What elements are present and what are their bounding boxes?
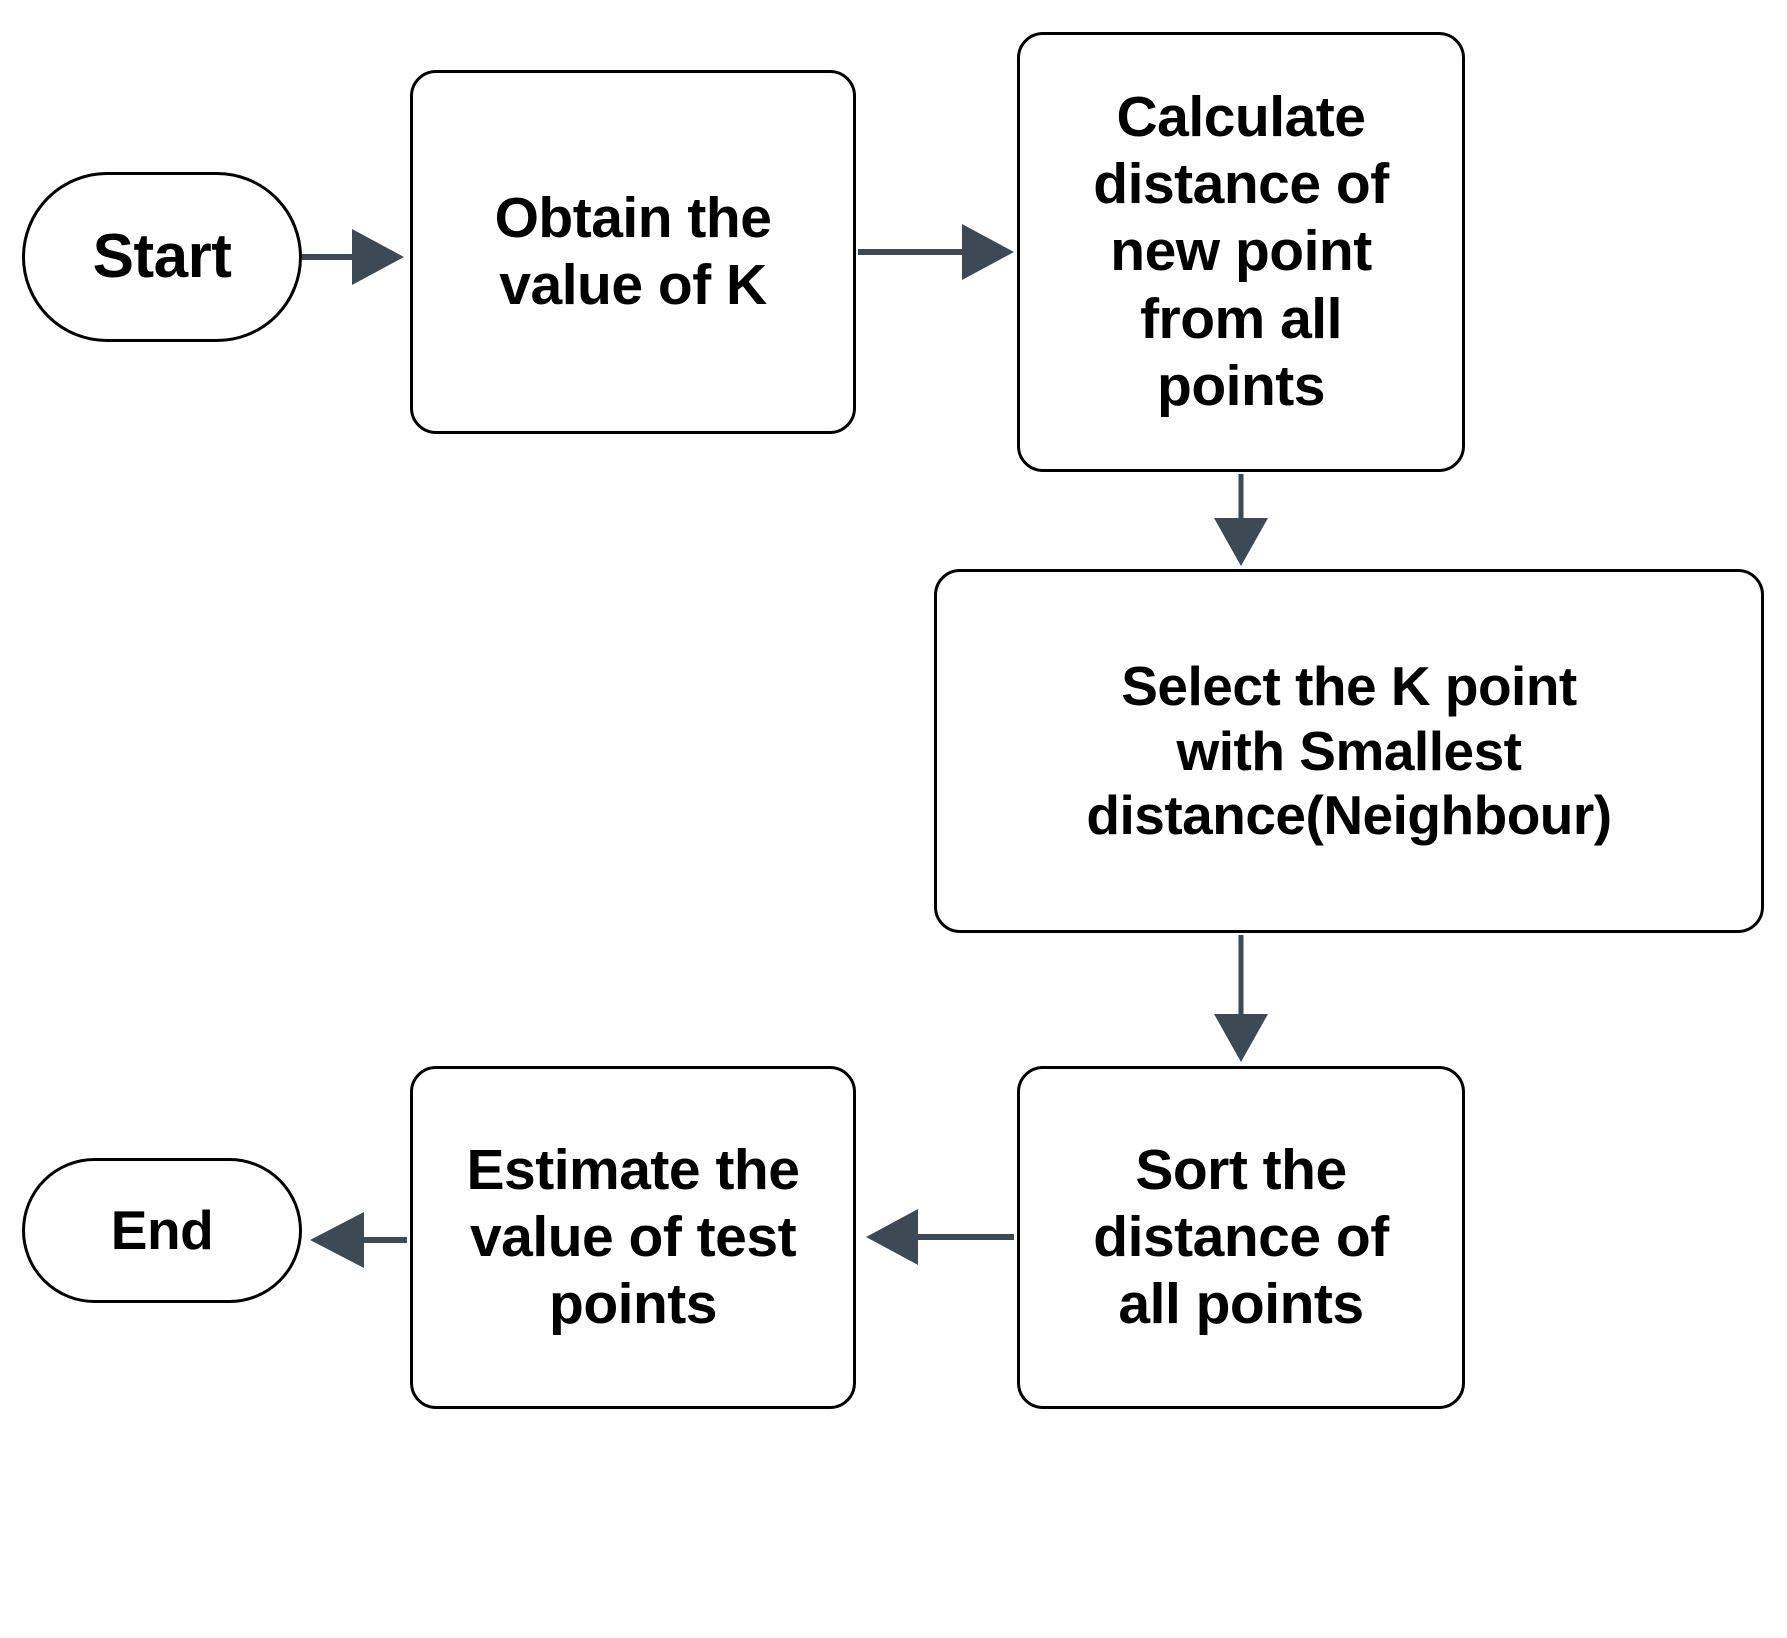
node-start[interactable]: Start [22,172,302,342]
edge-sort-to-estimate [866,1209,1014,1265]
edge-select-to-sort [1214,935,1268,1062]
node-calculate-distance-label: Calculate distance of new point from all… [1093,84,1389,418]
node-estimate-test-values-label: Estimate the value of test points [466,1137,800,1337]
node-obtain-k-value[interactable]: Obtain the value of K [410,70,856,434]
edge-start-to-obtain [302,229,404,285]
node-end[interactable]: End [22,1158,302,1303]
node-obtain-k-value-label: Obtain the value of K [494,185,772,317]
edge-estimate-to-end [310,1212,407,1268]
node-estimate-test-values[interactable]: Estimate the value of test points [410,1066,856,1409]
edge-obtain-to-calc [858,224,1014,280]
node-sort-distances[interactable]: Sort the distance of all points [1017,1066,1465,1409]
node-end-label: End [110,1199,214,1262]
node-select-k-nearest[interactable]: Select the K point with Smallest distanc… [934,569,1764,933]
edge-calc-to-select [1214,474,1268,566]
node-start-label: Start [92,222,232,292]
node-sort-distances-label: Sort the distance of all points [1093,1137,1389,1337]
node-calculate-distance[interactable]: Calculate distance of new point from all… [1017,32,1465,472]
node-select-k-nearest-label: Select the K point with Smallest distanc… [1086,654,1612,847]
